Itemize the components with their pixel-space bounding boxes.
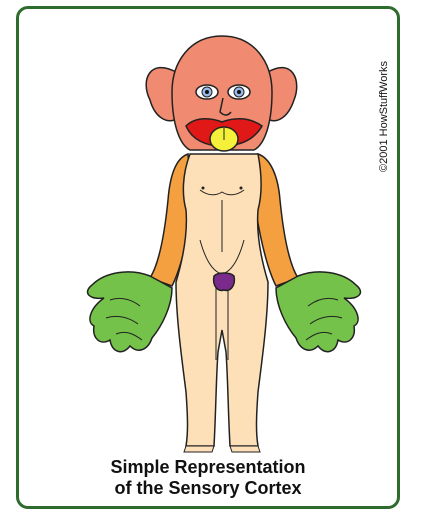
- copyright-label: ©2001 HowStuffWorks: [378, 61, 390, 172]
- right-foot: [230, 446, 260, 452]
- caption-line-1: Simple Representation: [16, 456, 400, 478]
- genitals: [214, 273, 235, 290]
- caption-line-2: of the Sensory Cortex: [16, 477, 400, 499]
- right-hand: [276, 272, 360, 352]
- body: [176, 154, 268, 446]
- left-hand: [88, 272, 172, 352]
- left-foot: [184, 446, 214, 452]
